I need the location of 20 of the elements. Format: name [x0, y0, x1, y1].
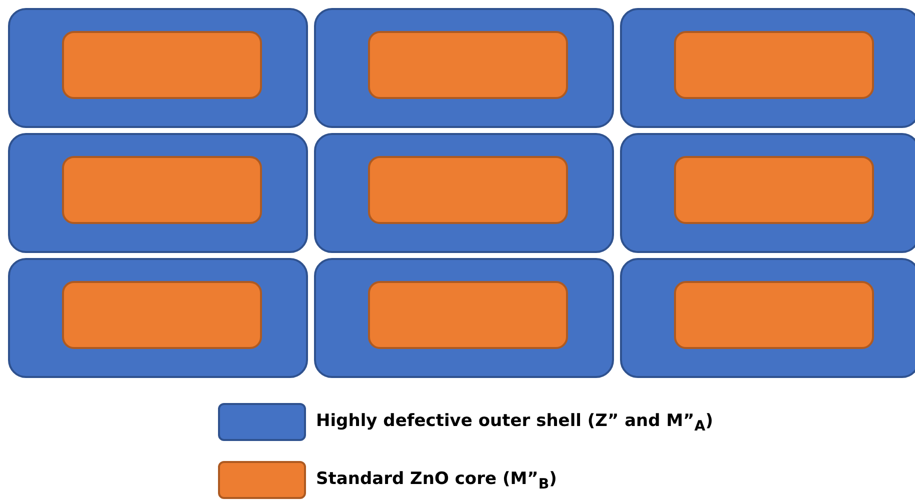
grain-core	[62, 156, 262, 224]
legend-text: Standard ZnO core (M”$_{B}$)	[316, 469, 557, 492]
grain-shell	[620, 258, 915, 378]
grain-core	[674, 156, 874, 224]
grain-core	[368, 156, 568, 224]
grain-core	[674, 31, 874, 99]
grain-shell	[314, 258, 614, 378]
grain-core	[368, 31, 568, 99]
grain-shell	[8, 133, 308, 253]
grain-shell	[8, 8, 308, 128]
grain-core	[368, 281, 568, 349]
grain-core	[674, 281, 874, 349]
grain-shell	[8, 258, 308, 378]
grain-shell	[620, 8, 915, 128]
grain-shell	[314, 8, 614, 128]
grain-shell	[620, 133, 915, 253]
grain-shell	[314, 133, 614, 253]
grain-core	[62, 31, 262, 99]
grain-core	[62, 281, 262, 349]
legend-text: Highly defective outer shell (Z” and M”$_{A}$)	[316, 411, 714, 434]
